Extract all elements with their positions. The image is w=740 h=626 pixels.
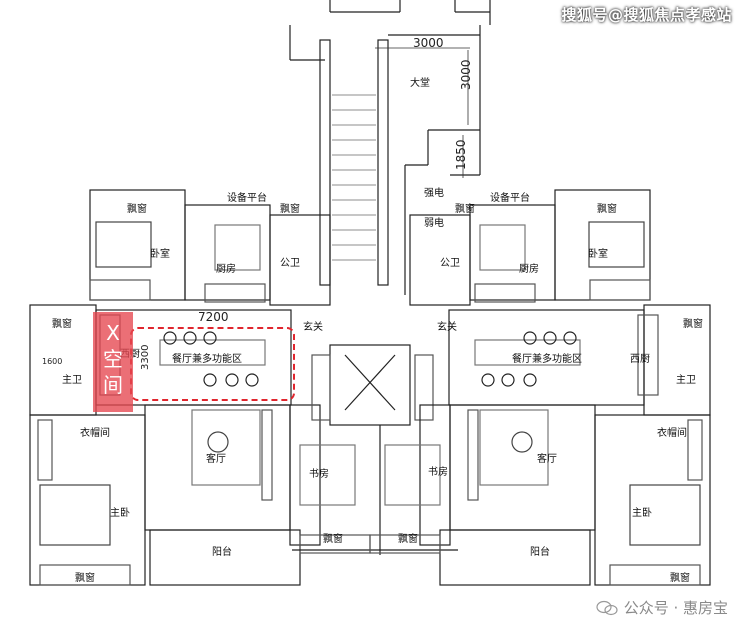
watermark-bottom: 公众号 · 惠房宝: [596, 597, 728, 618]
label-publicbath-right: 公卫: [440, 258, 460, 269]
label-living-right: 客厅: [537, 452, 557, 465]
label-study-right: 书房: [428, 465, 448, 478]
label-equipment-left: 设备平台: [227, 191, 267, 204]
label-kitchen-left: 厨房: [216, 262, 236, 275]
label-equipment-right: 设备平台: [490, 191, 530, 204]
label-cloakroom-left: 衣帽间: [80, 426, 110, 439]
label-publicbath-left: 公卫: [280, 258, 300, 269]
dim-dining-height: 3300: [140, 345, 151, 370]
label-baywin-r1: 飘窗: [597, 202, 617, 215]
label-baywin-r5: 飘窗: [398, 532, 418, 545]
dim-small: 1600: [42, 357, 62, 366]
label-master-bath-left: 主卫: [62, 374, 82, 386]
label-foyer-left: 玄关: [303, 320, 323, 333]
label-cloakroom-right: 衣帽间: [657, 426, 687, 439]
label-baywin-r4: 飘窗: [670, 571, 690, 584]
dim-top-width: 3000: [413, 36, 444, 50]
label-living-left: 客厅: [206, 452, 226, 465]
x-char-2: 间: [103, 373, 123, 397]
watermark-top: 搜狐号@搜狐焦点孝感站: [561, 6, 732, 24]
label-dining-left: 餐厅兼多功能区: [172, 352, 242, 365]
label-baywin-l1: 飘窗: [127, 202, 147, 215]
label-western-kitchen-right: 西厨: [630, 353, 650, 365]
wechat-icon: [596, 600, 618, 615]
label-balcony-right: 阳台: [530, 545, 550, 558]
dining-highlight-outline: [130, 327, 295, 401]
label-baywin-l2: 飘窗: [280, 202, 300, 215]
label-dining-right: 餐厅兼多功能区: [512, 352, 582, 365]
dim-top-height: 3000: [459, 59, 473, 90]
label-bedroom-right: 卧室: [588, 247, 608, 260]
label-baywin-r2: 飘窗: [455, 202, 475, 215]
label-baywin-l3: 飘窗: [52, 317, 72, 330]
label-kitchen-right: 厨房: [519, 262, 539, 275]
label-master-bed-right: 主卧: [632, 506, 652, 519]
label-baywin-l5: 飘窗: [323, 532, 343, 545]
label-strong-power: 强电: [424, 186, 444, 199]
x-space-badge: X 空 间: [93, 312, 133, 412]
watermark-bottom-text: 公众号 · 惠房宝: [623, 599, 728, 617]
x-letter: X: [106, 321, 120, 345]
label-master-bed-left: 主卧: [110, 506, 130, 519]
label-master-bath-right: 主卫: [676, 374, 696, 386]
dim-corridor: 1850: [454, 139, 468, 170]
label-bedroom-left: 卧室: [150, 247, 170, 260]
label-balcony-left: 阳台: [212, 545, 232, 558]
label-lobby: 大堂: [410, 76, 430, 89]
label-study-left: 书房: [309, 467, 329, 480]
label-baywin-l4: 飘窗: [75, 571, 95, 584]
x-char-1: 空: [103, 347, 123, 371]
dim-dining-width: 7200: [198, 310, 229, 324]
label-weak-power: 弱电: [424, 216, 444, 229]
label-baywin-r3: 飘窗: [683, 317, 703, 330]
label-foyer-right: 玄关: [437, 320, 457, 333]
